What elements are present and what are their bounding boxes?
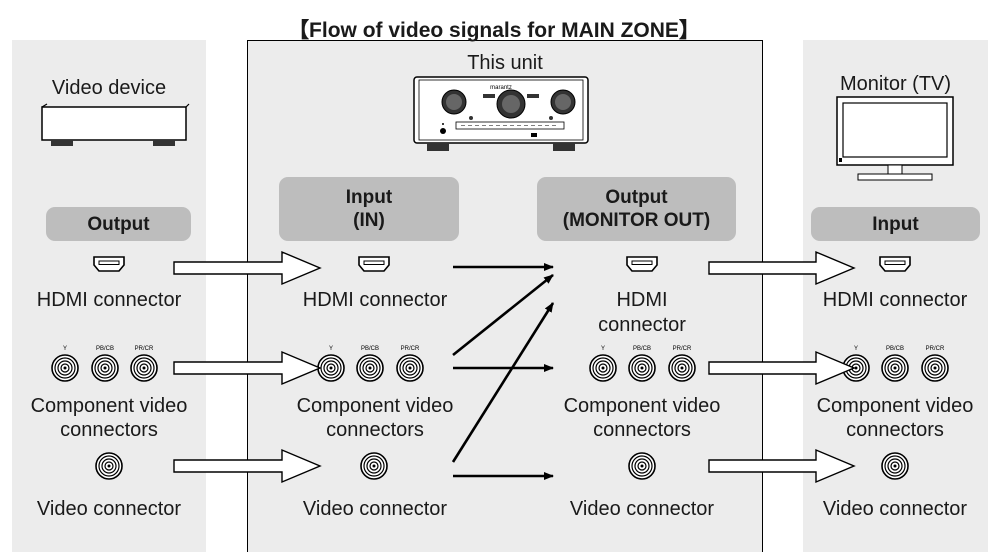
jack-label-pb: PB/CB: [96, 346, 114, 352]
diagram-title: 【Flow of video signals for MAIN ZONE】: [288, 19, 700, 42]
video-device-label: Video device: [51, 77, 167, 99]
jack-label-y: Y: [854, 346, 858, 352]
monitor-composite-label: Video connector: [822, 498, 968, 520]
unit-in-composite-label: Video connector: [302, 498, 448, 520]
video-device-icon: [41, 103, 190, 146]
device-composite-label: Video connector: [36, 498, 182, 520]
jack-label-pr: PR/CR: [673, 346, 692, 352]
av-receiver-icon: marantz: [413, 76, 589, 151]
device-component-label-1: Component video: [30, 395, 188, 417]
device-component-label-2: connectors: [60, 419, 158, 441]
hollow-arrow-icon: [708, 250, 856, 286]
this-unit-label: This unit: [467, 52, 543, 74]
video-device-output-header: Output: [46, 207, 191, 241]
tv-monitor-icon: [836, 96, 954, 181]
unit-out-hdmi-label-1: HDMI: [616, 289, 668, 311]
unit-output-header-line1: Output: [605, 187, 668, 208]
hollow-arrow-icon: [708, 448, 856, 484]
unit-out-composite-label: Video connector: [569, 498, 715, 520]
monitor-hdmi-label: HDMI connector: [822, 289, 968, 311]
solid-arrow-icon: [452, 273, 554, 357]
solid-arrow-icon: [451, 302, 555, 463]
monitor-label: Monitor (TV): [839, 73, 952, 95]
hollow-arrow-icon: [173, 350, 322, 386]
jack-label-y: Y: [63, 346, 67, 352]
jack-label-pr: PR/CR: [135, 346, 154, 352]
unit-out-component-label-1: Component video: [563, 395, 721, 417]
unit-in-component-label-2: connectors: [326, 419, 424, 441]
hollow-arrow-icon: [173, 448, 322, 484]
jack-label-pr: PR/CR: [401, 346, 420, 352]
unit-input-header: Input (IN): [279, 177, 459, 241]
unit-output-header-line2: (MONITOR OUT): [562, 210, 711, 231]
unit-out-hdmi-label-2: connector: [598, 314, 686, 336]
jack-label-pb: PB/CB: [886, 346, 904, 352]
jack-label-pb: PB/CB: [361, 346, 379, 352]
hollow-arrow-icon: [708, 350, 856, 386]
unit-in-component-label-1: Component video: [296, 395, 454, 417]
monitor-component-label-1: Component video: [816, 395, 974, 417]
device-hdmi-label: HDMI connector: [36, 289, 182, 311]
unit-input-header-line2: (IN): [353, 210, 385, 231]
unit-input-header-line1: Input: [345, 187, 393, 208]
unit-in-hdmi-label: HDMI connector: [302, 289, 448, 311]
jack-label-pr: PR/CR: [926, 346, 945, 352]
jack-label-y: Y: [329, 346, 333, 352]
monitor-component-label-2: connectors: [846, 419, 944, 441]
jack-label-y: Y: [601, 346, 605, 352]
monitor-input-header: Input: [811, 207, 980, 241]
brand-logo: marantz: [490, 85, 512, 91]
unit-output-header: Output (MONITOR OUT): [537, 177, 736, 241]
hollow-arrow-icon: [173, 250, 322, 286]
unit-out-component-label-2: connectors: [593, 419, 691, 441]
jack-label-pb: PB/CB: [633, 346, 651, 352]
